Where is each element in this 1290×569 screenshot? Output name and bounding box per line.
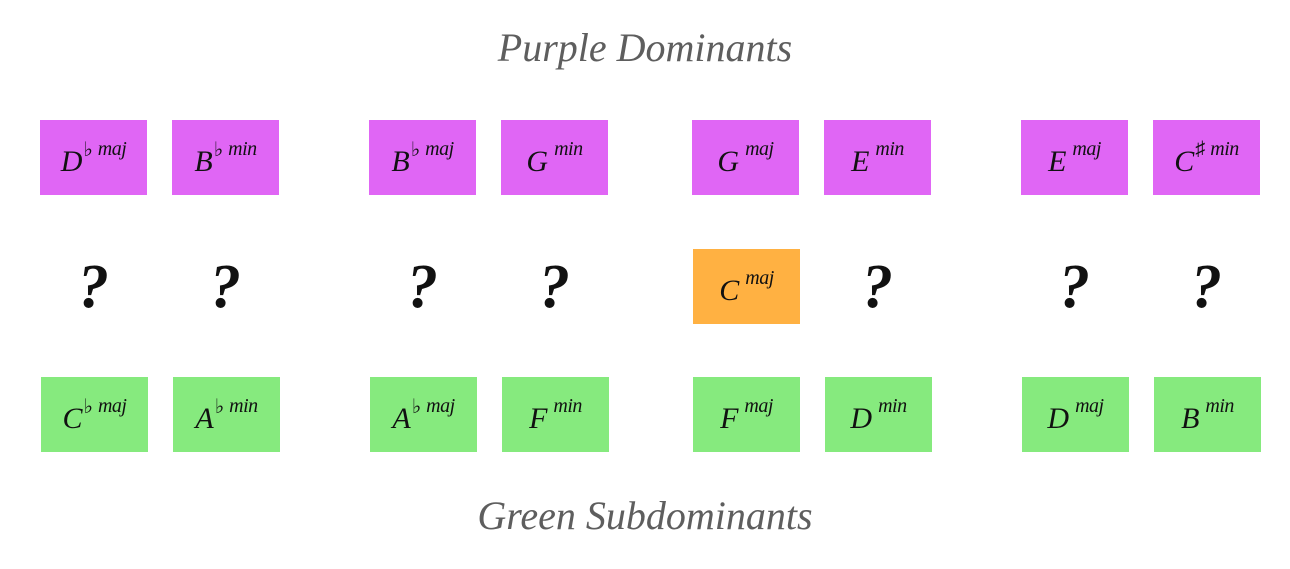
chord-quality: maj (1072, 138, 1101, 160)
chord-quality: maj (745, 138, 774, 160)
chord-quality: min (875, 138, 904, 160)
chord-quality: min (1210, 138, 1239, 160)
unknown-chord-mark: ? (1059, 252, 1090, 321)
chord-quality: maj (745, 267, 774, 289)
chord-quality: maj (1075, 395, 1104, 417)
chord-accidental: ♭ (410, 139, 421, 161)
chord-root: B (1181, 401, 1200, 435)
chord-root: C (62, 401, 83, 435)
chord-root: C (1174, 144, 1195, 178)
unknown-chord-mark: ? (210, 252, 241, 321)
chord-accidental: ♭ (411, 396, 422, 418)
chord-quality: maj (744, 395, 773, 417)
chord-accidental: ♭ (83, 139, 93, 161)
chord-root: D (850, 401, 873, 435)
chord-quality: maj (426, 395, 455, 417)
chord-root: F (720, 401, 739, 435)
chord-accidental: ♯ (1195, 138, 1206, 160)
subdominant-chord-card: A♭maj (370, 377, 477, 452)
chord-quality: maj (97, 138, 127, 160)
chord-quality: min (1205, 395, 1234, 417)
chord-root: D (1047, 401, 1070, 435)
unknown-chord-mark: ? (862, 252, 893, 321)
chord-quality: min (553, 395, 582, 417)
chord-root: B (194, 144, 213, 178)
chord-accidental: ♭ (83, 396, 93, 418)
chord-root: A (392, 401, 411, 435)
chord-quality: min (228, 138, 257, 160)
purple-dominants-title: Purple Dominants (497, 25, 793, 70)
chord-quality: maj (425, 138, 454, 160)
chord-accidental: ♭ (213, 139, 224, 161)
unknown-chord-mark: ? (1191, 252, 1222, 321)
dominant-chord-card: B♭maj (369, 120, 476, 195)
unknown-chord-mark: ? (407, 252, 438, 321)
chord-root: E (1048, 144, 1067, 178)
subdominant-chord-card: C♭maj (41, 377, 148, 452)
unknown-chord-mark: ? (539, 252, 570, 321)
green-subdominants-title: Green Subdominants (477, 493, 813, 538)
chord-root: D (60, 144, 83, 178)
chord-root: B (391, 144, 410, 178)
chord-quality: maj (97, 395, 127, 417)
chord-root: G (526, 144, 549, 178)
chord-quality: min (554, 138, 583, 160)
chord-quality: min (878, 395, 907, 417)
unknown-chord-mark: ? (78, 252, 109, 321)
chord-accidental: ♭ (214, 396, 225, 418)
chord-root: C (719, 273, 740, 307)
chord-root: G (717, 144, 740, 178)
chord-root: F (529, 401, 548, 435)
chord-quality: min (229, 395, 258, 417)
chord-root: A (195, 401, 214, 435)
dominant-chord-card: C♯min (1153, 120, 1260, 195)
dominant-chord-card: D♭maj (40, 120, 147, 195)
chord-root: E (851, 144, 870, 178)
subdominant-chord-card: A♭min (173, 377, 280, 452)
dominant-chord-card: B♭min (172, 120, 279, 195)
